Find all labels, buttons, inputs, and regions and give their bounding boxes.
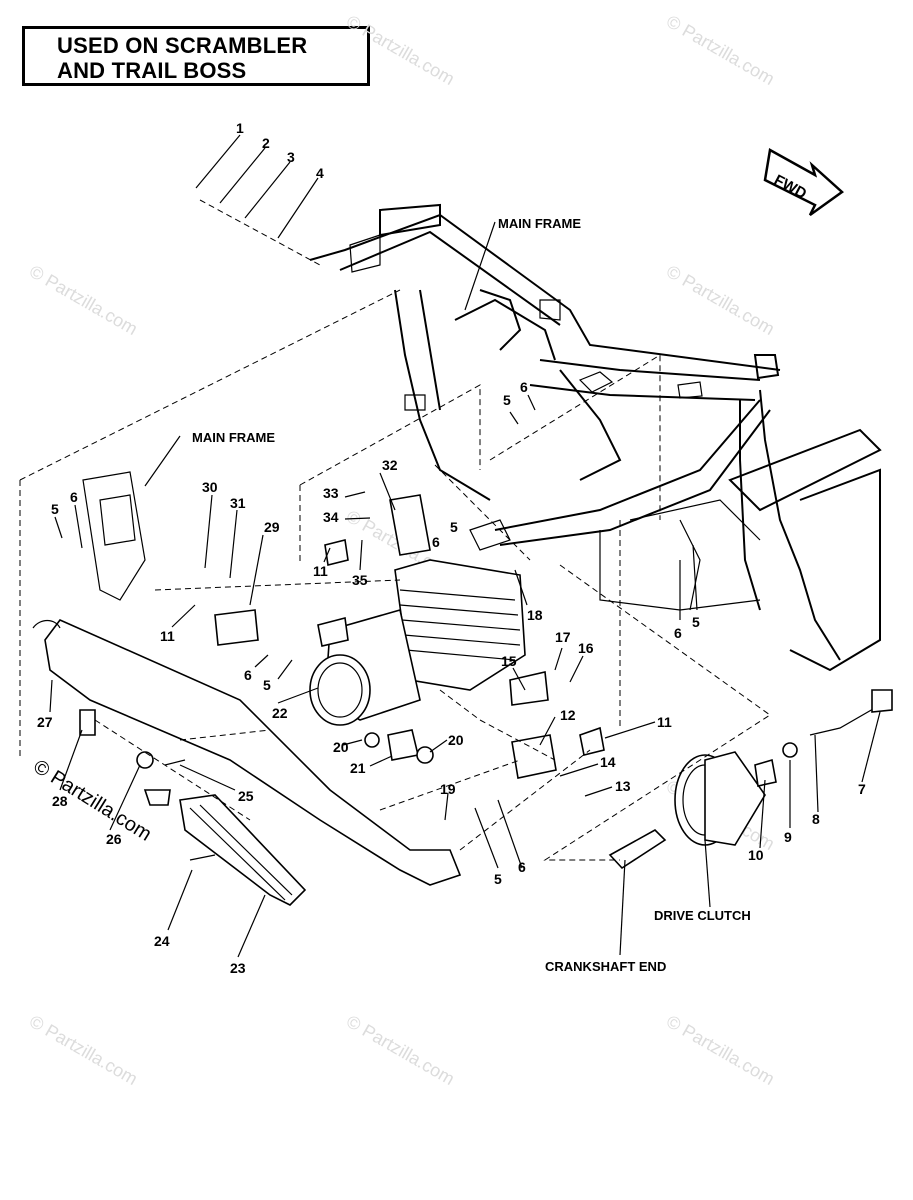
callout-11: 11 [657,714,672,730]
callout-5: 5 [494,871,502,887]
callout-6: 6 [520,379,528,395]
callout-34: 34 [323,509,339,525]
callout-5: 5 [503,392,511,408]
watermark: © Partzilla.com [663,11,778,89]
callout-8: 8 [812,811,820,827]
callout-1: 1 [236,120,244,136]
part-labels: MAIN FRAME MAIN FRAME DRIVE CLUTCH CRANK… [192,216,751,974]
callout-28: 28 [52,793,68,809]
callout-30: 30 [202,479,218,495]
callout-24: 24 [154,933,170,949]
callout-25: 25 [238,788,254,804]
callout-16: 16 [578,640,594,656]
callout-5: 5 [263,677,271,693]
callout-27: 27 [37,714,53,730]
applicability-line-1: USED ON SCRAMBLER [57,33,308,58]
callout-6: 6 [70,489,78,505]
callout-13: 13 [615,778,631,794]
callout-15: 15 [501,653,517,669]
watermark: © Partzilla.com [663,261,778,339]
watermark: © Partzilla.com [26,1011,141,1089]
callout-11: 11 [160,628,175,644]
callout-6: 6 [674,625,682,641]
applicability-line-2: AND TRAIL BOSS [57,58,247,83]
callout-14: 14 [600,754,616,770]
callout-29: 29 [264,519,280,535]
leader-lines [49,134,881,958]
callout-19: 19 [440,781,456,797]
watermark: © Partzilla.com [343,11,458,89]
main-frame [82,203,882,672]
callout-23: 23 [230,960,246,976]
callout-31: 31 [230,495,246,511]
side-watermark: © Partzilla.com [29,756,155,846]
callout-5: 5 [450,519,458,535]
main-frame-label: MAIN FRAME [498,216,581,231]
callout-17: 17 [555,629,571,645]
drive-clutch [214,494,893,870]
callout-32: 32 [382,457,398,473]
callout-21: 21 [350,760,366,776]
callout-2: 2 [262,135,270,151]
callout-4: 4 [316,165,324,181]
drive-clutch-label: DRIVE CLUTCH [654,908,751,923]
exhaust-system [32,619,462,906]
callout-22: 22 [272,705,288,721]
callout-26: 26 [106,831,122,847]
callout-numbers: 1 2 3 4 5 6 5 6 30 31 29 11 6 5 32 33 34… [37,120,866,976]
callout-12: 12 [560,707,576,723]
main-frame-label: MAIN FRAME [192,430,275,445]
callout-33: 33 [323,485,339,501]
callout-5: 5 [692,614,700,630]
callout-6: 6 [244,667,252,683]
crankshaft-end-label: CRANKSHAFT END [545,959,666,974]
callout-3: 3 [287,149,295,165]
callout-11: 11 [313,563,328,579]
callout-10: 10 [748,847,764,863]
callout-18: 18 [527,607,543,623]
callout-7: 7 [858,781,866,797]
assembly-lines [19,199,771,861]
callout-5: 5 [51,501,59,517]
watermark: © Partzilla.com [663,1011,778,1089]
watermark: © Partzilla.com [26,261,141,339]
callout-35: 35 [352,572,368,588]
callout-20: 20 [448,732,464,748]
watermark: © Partzilla.com [343,1011,458,1089]
callout-6: 6 [518,859,526,875]
applicability-box: USED ON SCRAMBLER AND TRAIL BOSS [22,26,370,86]
forward-arrow-icon: FWD [763,148,844,217]
callout-6: 6 [432,534,440,550]
callout-20: 20 [333,739,349,755]
callout-9: 9 [784,829,792,845]
engine [309,559,526,726]
